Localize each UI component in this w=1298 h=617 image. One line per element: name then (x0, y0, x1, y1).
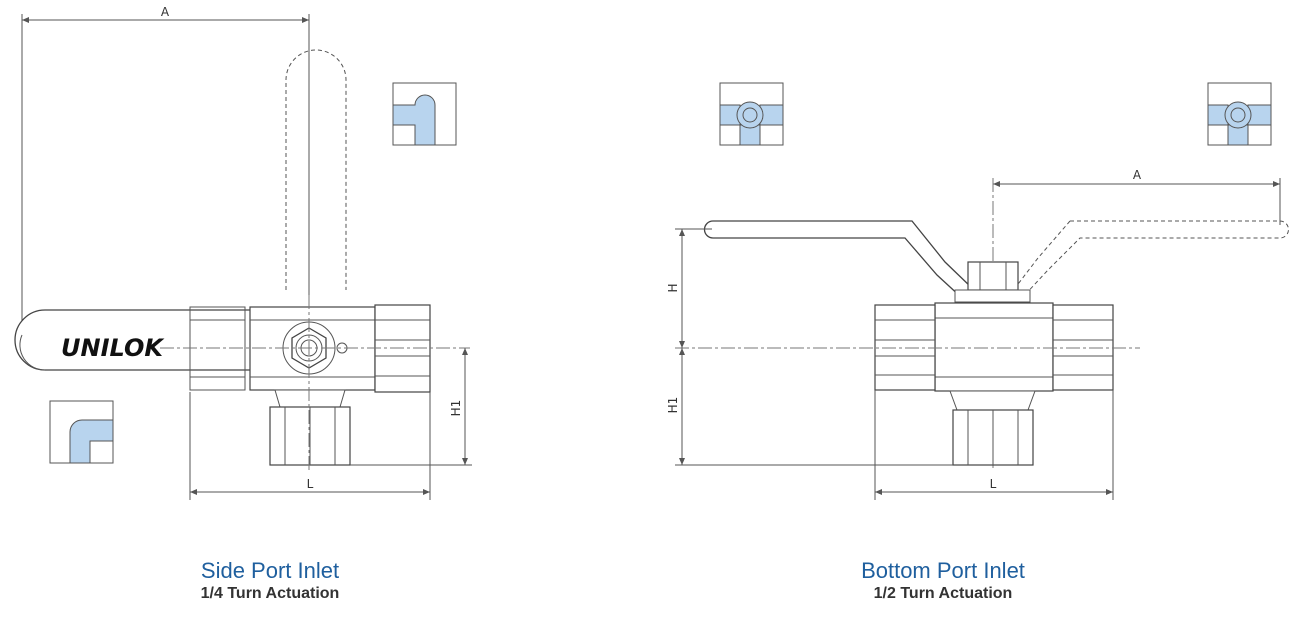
caption-side-port: Side Port Inlet 1/4 Turn Actuation (70, 558, 470, 604)
handle-dashed (285, 49, 347, 290)
dim-h-label: H (666, 283, 680, 292)
dim-h1-label: H1 (449, 400, 463, 417)
caption-bottom-port: Bottom Port Inlet 1/2 Turn Actuation (743, 558, 1143, 604)
dim-l-label-2: L (990, 477, 997, 491)
dim-l-label: L (307, 477, 314, 491)
bottom-port-valve-drawing (675, 82, 1289, 500)
caption-title: Bottom Port Inlet (861, 558, 1025, 583)
caption-subtitle: 1/4 Turn Actuation (200, 585, 340, 602)
dim-a-label-2: A (1133, 168, 1142, 182)
dim-a-label: A (161, 5, 170, 19)
flow-schematic-bottom (49, 400, 114, 464)
side-port-valve-drawing (14, 14, 472, 500)
caption-subtitle: 1/2 Turn Actuation (873, 585, 1013, 602)
caption-title: Side Port Inlet (200, 558, 340, 583)
flow-schematic-top (392, 82, 457, 146)
handle-brand-logo: UNILOK (61, 334, 165, 362)
flow-schematic-right (1207, 82, 1272, 146)
dim-h1-label-2: H1 (666, 397, 680, 414)
flow-schematic-left (719, 82, 784, 146)
